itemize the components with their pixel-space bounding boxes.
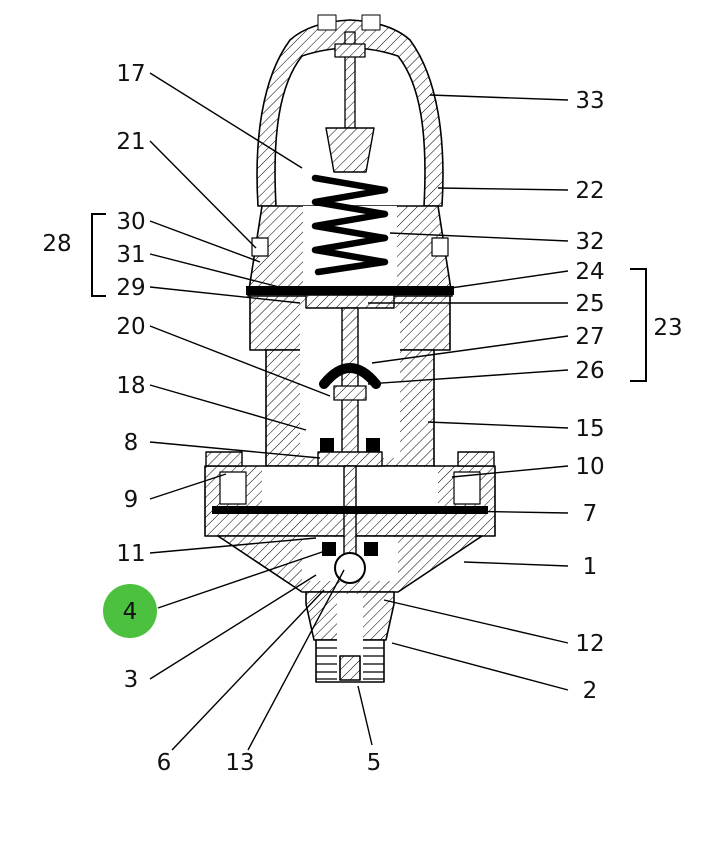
callout-13: 13 (225, 750, 254, 776)
leader-line (371, 335, 569, 364)
leader-line (455, 510, 569, 514)
leader-line (157, 549, 329, 609)
callout-23: 23 (653, 315, 682, 341)
leader-line (247, 569, 345, 751)
lower-seal-right (364, 542, 378, 556)
leader-line (389, 232, 569, 242)
leader-line (429, 94, 569, 101)
spring-button (325, 127, 375, 173)
leader-line (149, 473, 227, 500)
bottom-insert (339, 655, 361, 681)
leader-line (171, 589, 325, 751)
lower-seal-left (322, 542, 336, 556)
callout-11: 11 (116, 541, 145, 567)
callout-5: 5 (367, 750, 382, 776)
callout-18: 18 (116, 373, 145, 399)
bracket-23 (630, 268, 647, 382)
leader-line (429, 270, 569, 292)
callout-15: 15 (575, 416, 604, 442)
callout-1: 1 (583, 554, 598, 580)
leader-line (149, 384, 307, 431)
seal-retainer (333, 385, 367, 401)
seat-seal-left (320, 438, 334, 452)
lower-diaphragm (212, 506, 488, 514)
valve-stem-lower (343, 465, 357, 565)
leader-line (149, 253, 284, 289)
callout-24: 24 (575, 259, 604, 285)
leader-line (149, 140, 257, 249)
callout-22: 22 (575, 178, 604, 204)
bolt-slot-left (219, 471, 247, 505)
leader-line (149, 574, 317, 680)
leader-line (427, 421, 569, 429)
callout-7: 7 (583, 501, 598, 527)
cap-shell (256, 19, 444, 207)
diaphragm-plate (305, 294, 395, 309)
bracket-28 (91, 213, 106, 297)
bolt-slot-right (453, 471, 481, 505)
callout-8: 8 (124, 430, 139, 456)
valve-stem-upper (341, 307, 359, 455)
callout-17: 17 (116, 61, 145, 87)
cap-notch (317, 14, 337, 31)
bonnet-notch-left (251, 237, 269, 257)
leader-lines (149, 72, 569, 751)
highlight-marker (103, 584, 157, 638)
leader-line (149, 286, 301, 304)
leader-line (451, 465, 569, 478)
check-ball (334, 552, 366, 584)
cup-seal (319, 363, 381, 389)
callout-33: 33 (575, 88, 604, 114)
adjusting-screw-nut (334, 43, 366, 58)
callout-30: 30 (116, 209, 145, 235)
leader-line (391, 642, 569, 691)
callout-labels: 17 21 28 30 31 29 20 18 8 9 11 4 3 6 13 … (42, 61, 682, 776)
callout-3: 3 (124, 667, 139, 693)
callout-6: 6 (157, 750, 172, 776)
callout-27: 27 (575, 324, 604, 350)
callout-9: 9 (124, 487, 139, 513)
pressure-spring (311, 174, 389, 276)
callout-31: 31 (116, 242, 145, 268)
callout-29: 29 (116, 275, 145, 301)
leader-line (149, 441, 321, 459)
leader-line (383, 599, 569, 644)
leader-line (437, 187, 569, 191)
leader-line (367, 369, 569, 385)
leader-line (357, 685, 373, 746)
callout-25: 25 (575, 291, 604, 317)
seat-seal-right (366, 438, 380, 452)
callout-20: 20 (116, 314, 145, 340)
callout-26: 26 (575, 358, 604, 384)
callout-21: 21 (116, 129, 145, 155)
callout-10: 10 (575, 454, 604, 480)
leader-line (149, 537, 317, 554)
upper-diaphragm (246, 286, 454, 295)
bonnet-notch-right (431, 237, 449, 257)
flange-lip-right (457, 451, 495, 467)
callout-28: 28 (42, 231, 71, 257)
valve-disk (317, 451, 383, 467)
leader-line (149, 325, 331, 397)
valve-body-art (204, 14, 496, 683)
callout-32: 32 (575, 229, 604, 255)
cap-notch (361, 14, 381, 31)
callout-2: 2 (583, 678, 598, 704)
callout-12: 12 (575, 631, 604, 657)
leader-line (149, 220, 261, 263)
leader-line (463, 561, 569, 567)
callout-4-highlighted: 4 (123, 599, 138, 625)
leader-line (149, 72, 303, 169)
flange-lip-left (205, 451, 243, 467)
